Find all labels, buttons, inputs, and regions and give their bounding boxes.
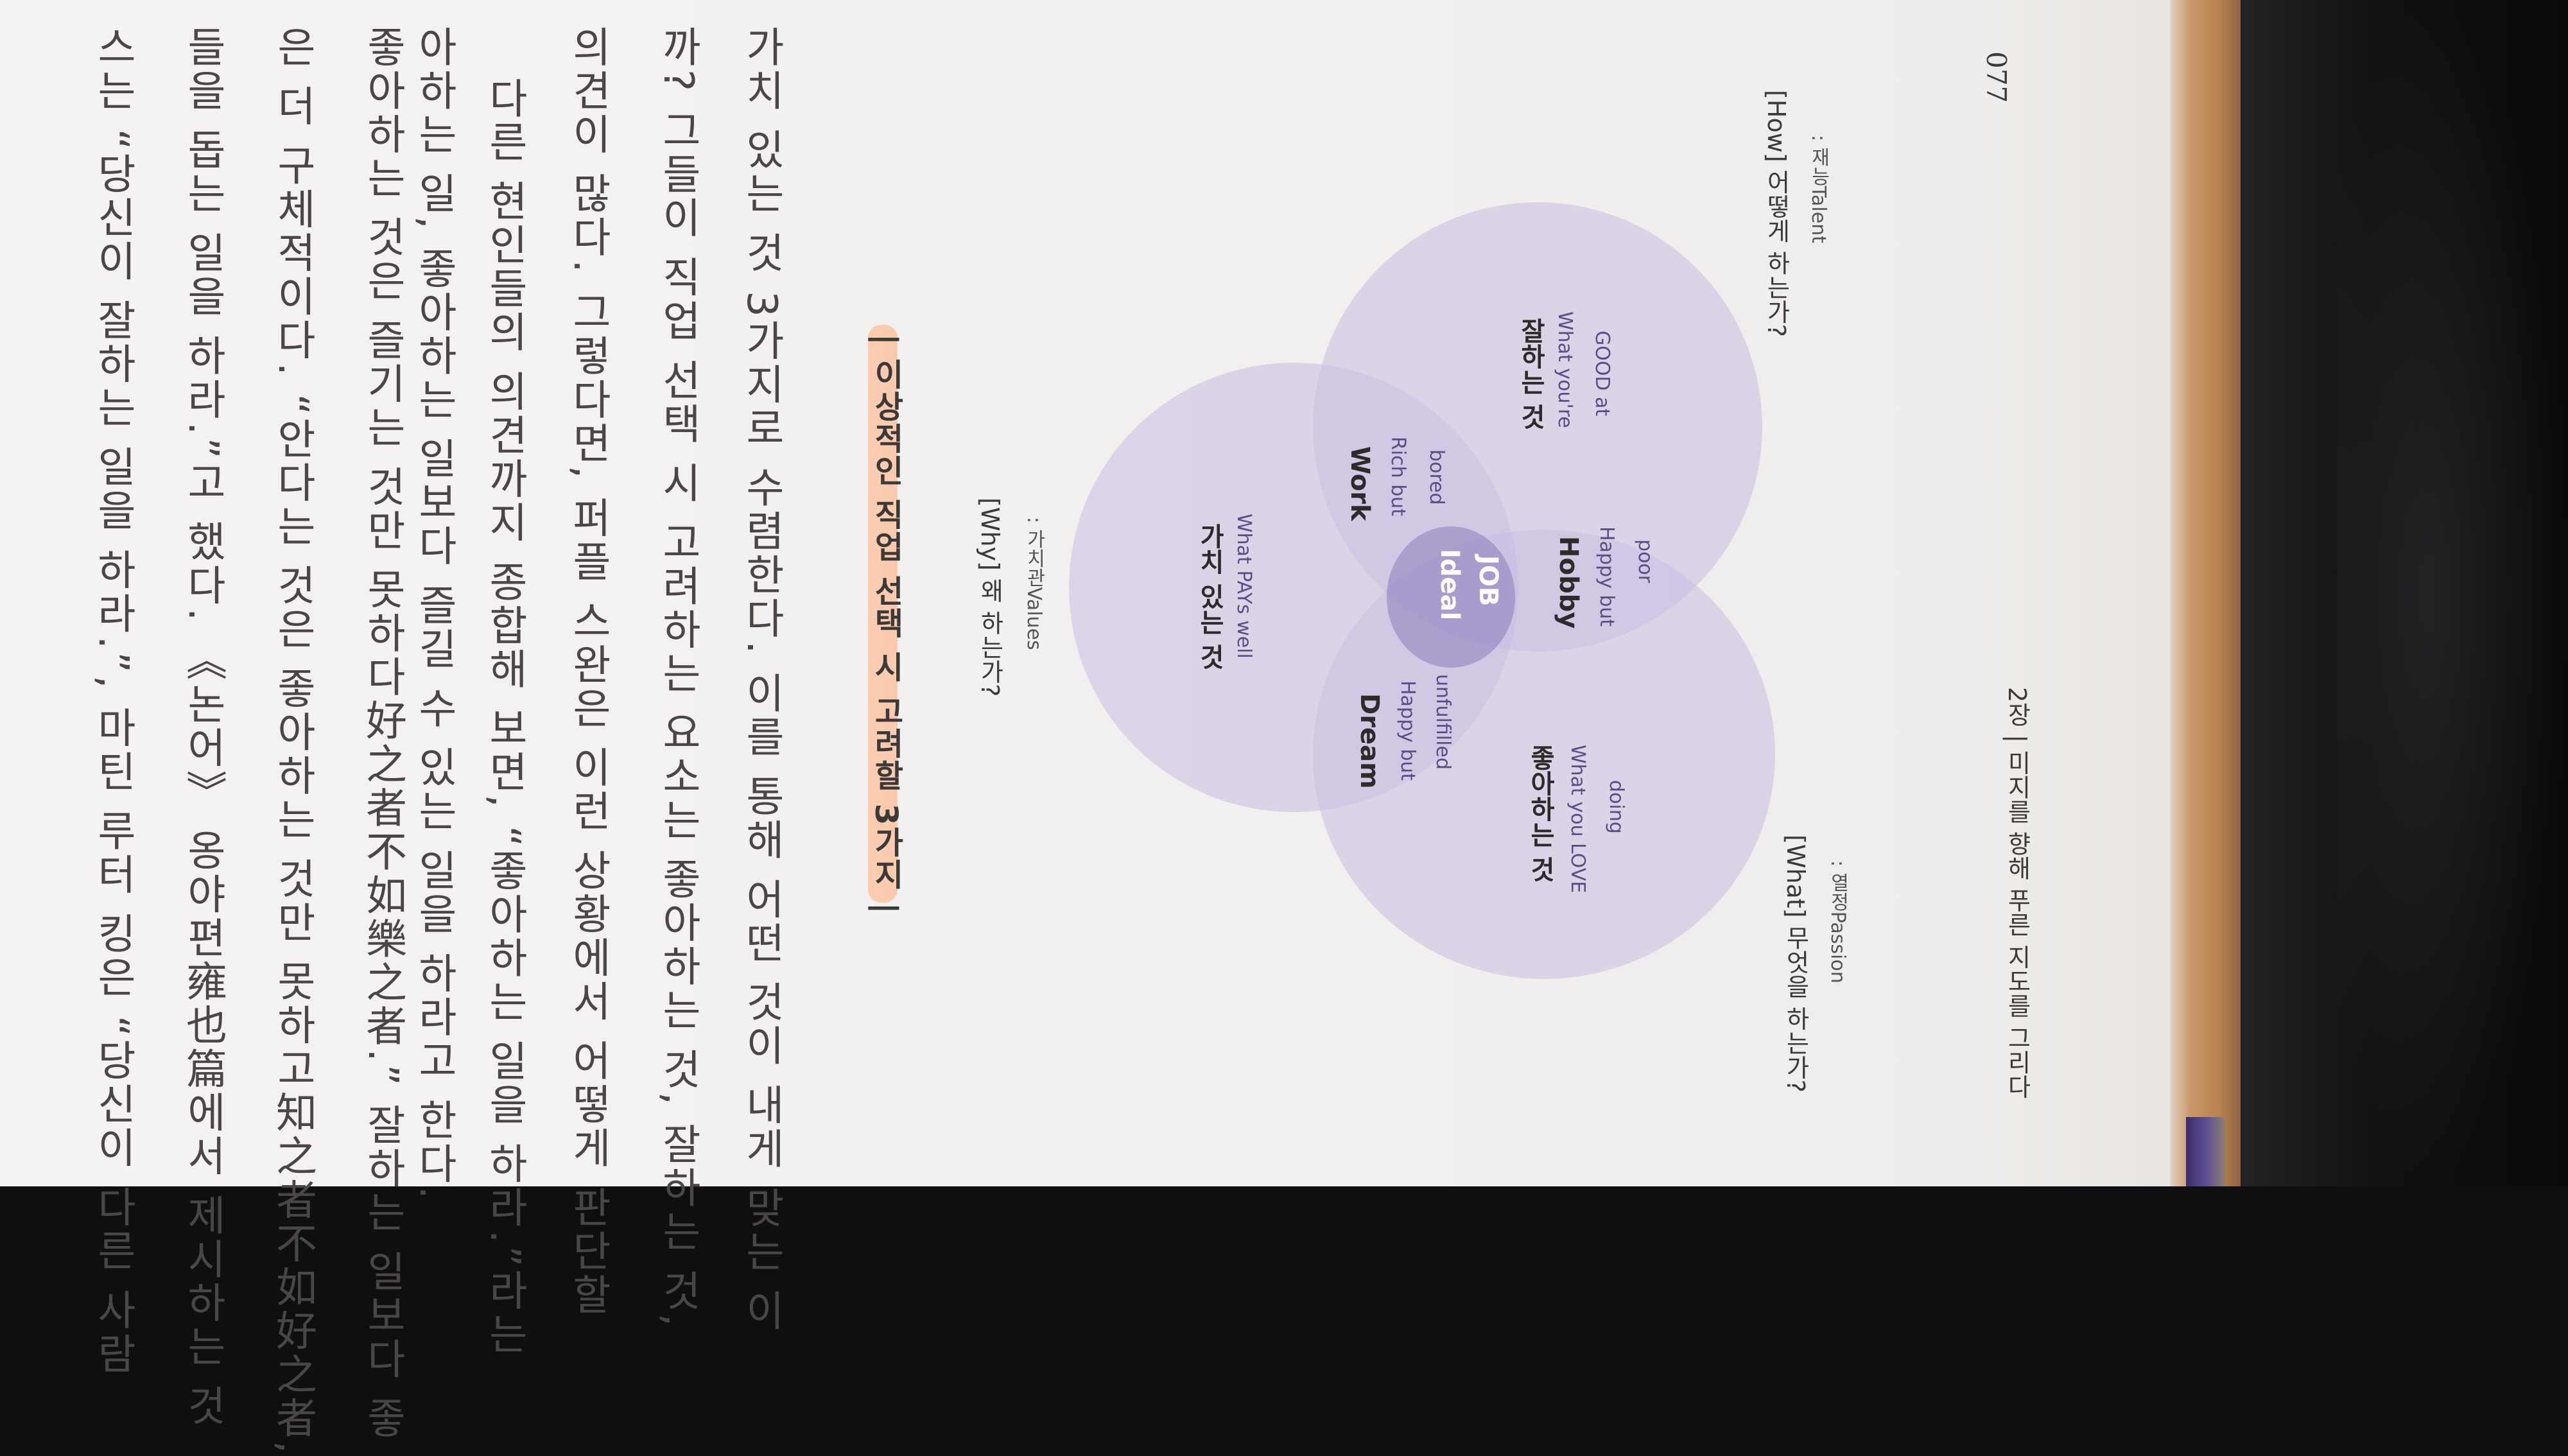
why-sub: : 가치관Values	[1023, 517, 1045, 650]
passion-subtitle-1: What you LOVE	[1566, 745, 1589, 894]
paragraph-line: 까? 그들이 직업 선택 시 고려하는 요소는 좋아하는 것, 잘하는 것,	[654, 26, 702, 1330]
paragraph-line: 스는 “당신이 잘하는 일을 하라.”, 마틴 루터 킹은 “당신이 다른 사람	[89, 26, 137, 1376]
dream-title: Dream	[1355, 693, 1384, 789]
dark-background-shade	[2337, 0, 2568, 1186]
dream-line1: Happy but	[1396, 680, 1419, 781]
ideal-label: Ideal	[1435, 549, 1464, 621]
page-number: 077	[1981, 51, 2012, 103]
what-sub: : 열정Passion	[1826, 860, 1849, 984]
running-footer: 2장 | 미지를 향해 푸른 지도를 그리다	[2003, 687, 2031, 1099]
dream-line2: unfulfilled	[1432, 674, 1454, 770]
paragraph-line: 아하는 일, 좋아하는 일보다 즐길 수 있는 일을 하라고 한다.	[410, 26, 458, 1202]
section-heading: | 이상적인 직업 선택 시 고려할 3가지 |	[868, 334, 904, 915]
talent-subtitle-1: What you're	[1554, 311, 1576, 428]
page-edge-corner	[2186, 1117, 2225, 1186]
talent-title: 잘하는 것	[1516, 318, 1545, 429]
how-label: [How] 어떻게 하는가?	[1762, 90, 1791, 337]
work-line2: bored	[1425, 449, 1448, 505]
hobby-line2: poor	[1634, 539, 1656, 584]
job-label: JOB	[1473, 555, 1503, 607]
paragraph-line: 은 더 구체적이다. “안다는 것은 좋아하는 것만 못하고知之者不如好之者,	[269, 26, 317, 1456]
hobby-title: Hobby	[1554, 536, 1583, 629]
values-title: 가치 있는 것	[1195, 523, 1224, 670]
values-subtitle: What PAYs well	[1233, 514, 1255, 659]
hobby-line1: Happy but	[1595, 526, 1618, 627]
paragraph-line: 좋아하는 것은 즐기는 것만 못하다好之者不如樂之者.” 잘하는 일보다 좋	[359, 26, 406, 1441]
paragraph-line: 가치 있는 것 3가지로 수렴한다. 이를 통해 어떤 것이 내게 맞는 이	[738, 26, 785, 1333]
talent-subtitle-2: GOOD at	[1591, 331, 1613, 417]
passion-subtitle-2: doing	[1605, 780, 1627, 834]
passion-title: 좋아하는 것	[1525, 745, 1555, 882]
work-title: Work	[1345, 446, 1375, 521]
heading-highlighter	[868, 325, 898, 903]
circle-talent	[1313, 202, 1762, 652]
paragraph-line: 다른 현인들의 의견까지 종합해 보면, “좋아하는 일을 하라.”라는	[481, 77, 528, 1357]
why-label: [Why] 왜 하는가?	[976, 498, 1004, 697]
dark-background	[2241, 0, 2568, 1186]
work-line1: Rich but	[1387, 437, 1409, 517]
what-label: [What] 무엇을 하는가?	[1782, 835, 1810, 1093]
page-edge	[2170, 0, 2241, 1186]
center-overlap	[1387, 526, 1515, 668]
paragraph-line: 의견이 많다. 그렇다면, 퍼플 스완은 이런 상황에서 어떻게 판단할	[564, 26, 612, 1317]
paragraph-line: 들을 돕는 일을 하라.”고 했다. 《논어》 옹야편雍也篇에서 제시하는 것	[179, 26, 227, 1428]
how-sub: : 재능Talent	[1807, 135, 1830, 243]
